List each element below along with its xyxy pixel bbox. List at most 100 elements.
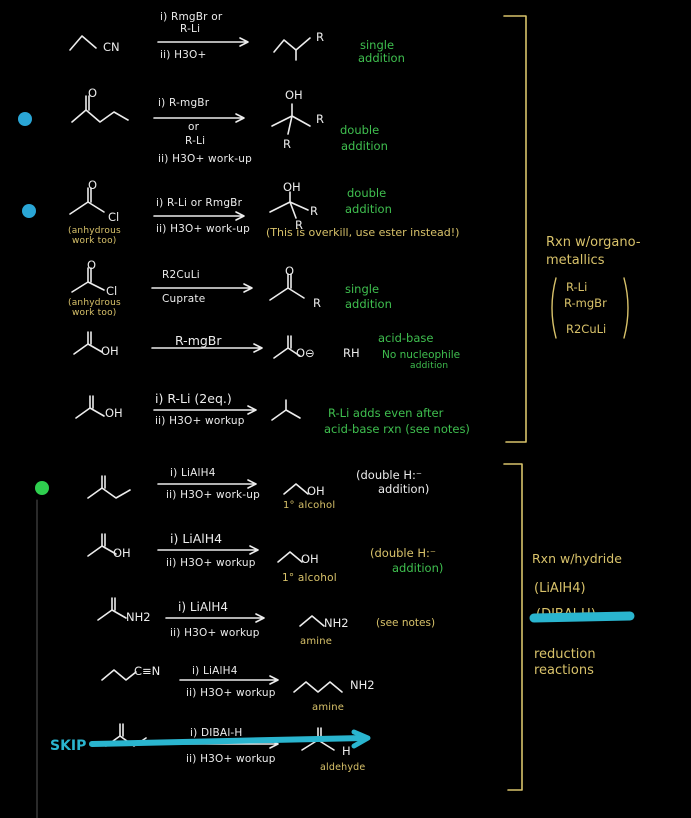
row9-reagent-2: ii) H3O+ workup <box>170 627 260 639</box>
row6-substrate-structure <box>75 395 105 419</box>
row3-result-line2: addition <box>345 202 392 216</box>
row3-substrate-note-1: (anhydrous <box>68 226 121 236</box>
row3-reagent-1: i) R-Li or RmgBr <box>156 197 243 209</box>
row2-reagent-3: R-Li <box>185 135 206 147</box>
organometallics-item-2: R-mgBr <box>564 296 607 310</box>
row7-arrow <box>157 479 257 489</box>
organometallics-item-3: R2CuLi <box>566 322 607 336</box>
row5-product-structure <box>273 335 301 359</box>
row7-reagent-1: i) LiAlH4 <box>170 467 216 479</box>
row5-arrow <box>151 343 263 353</box>
row10-product-label: amine <box>312 702 345 713</box>
row1-arrow <box>157 37 249 47</box>
row10-arrow <box>179 675 279 685</box>
row1-reagent-1: i) RmgBr or <box>160 11 223 23</box>
row2-product-r1: R <box>316 112 324 126</box>
row4-substrate-group: Cl <box>106 284 118 298</box>
skip-label: SKIP <box>50 738 87 754</box>
row1-reagent-2: R-Li <box>180 23 201 35</box>
row3-product-oh: OH <box>283 180 301 194</box>
row3-arrow <box>153 211 245 221</box>
row8-product-label: 1° alcohol <box>282 572 337 584</box>
organometallics-item-1: R-Li <box>566 280 588 294</box>
row10-product-nh2: NH2 <box>350 678 375 692</box>
row5-substrate-structure <box>73 331 103 355</box>
row1-reagent-3: ii) H3O+ <box>160 49 207 61</box>
row2-result-line2: addition <box>341 139 388 153</box>
row10-reagent-1: i) LiAlH4 <box>192 665 238 677</box>
row6-reagent-1: i) R-Li (2eq.) <box>155 391 232 406</box>
row6-product-structure <box>271 399 301 421</box>
row7-product-label: 1° alcohol <box>283 500 336 511</box>
row9-product-structure <box>299 615 325 627</box>
row11-reagent-2: ii) H3O+ workup <box>186 753 276 765</box>
green-dot-marker <box>35 481 49 495</box>
row4-substrate-structure <box>71 267 105 293</box>
row8-result-line1: (double H:⁻ <box>370 546 436 560</box>
row5-product-rh: RH <box>343 346 360 360</box>
row7-product-oh: OH <box>307 484 325 498</box>
blue-dot-marker <box>22 204 36 218</box>
row10-substrate-structure <box>101 669 137 681</box>
row4-product-oxygen: O <box>285 264 295 278</box>
row4-reagent-1: R2CuLi <box>162 269 200 281</box>
row8-result-line2: addition) <box>392 561 444 575</box>
hydride-title-2: (LiAlH4) <box>534 581 586 596</box>
row3-reagent-2: ii) H3O+ work-up <box>156 223 250 235</box>
row7-product-structure <box>283 483 309 495</box>
row7-reagent-2: ii) H3O+ work-up <box>166 489 260 501</box>
row2-product-structure <box>271 103 311 135</box>
row9-substrate-structure <box>97 597 127 621</box>
row4-substrate-note-1: (anhydrous <box>68 298 121 308</box>
row7-result-line1: (double H:⁻ <box>356 468 422 482</box>
row1-substrate-group: CN <box>103 40 120 54</box>
organometallics-title-2: metallics <box>546 253 605 268</box>
row8-product-structure <box>277 551 303 563</box>
row8-product-oh: OH <box>301 552 319 566</box>
row6-result-line1: R-Li adds even after <box>328 406 444 420</box>
row10-substrate-group: C≡N <box>134 664 161 678</box>
row7-substrate-structure <box>87 475 131 499</box>
row2-product-oh: OH <box>285 88 303 102</box>
row9-product-label: amine <box>300 636 333 647</box>
row10-product-structure <box>293 681 343 693</box>
row2-product-r2: R <box>283 137 291 151</box>
row4-result-line2: addition <box>345 297 392 311</box>
row10-reagent-2: ii) H3O+ workup <box>186 687 276 699</box>
hydride-title-1: Rxn w/hydride <box>532 551 622 566</box>
row9-result-line1: (see notes) <box>376 617 436 629</box>
skip-arrow <box>89 729 371 749</box>
organometallics-paren-right <box>623 277 629 339</box>
organometallics-paren-left <box>551 277 557 339</box>
row2-reagent-1: i) R-mgBr <box>158 97 210 109</box>
row1-substrate-structure <box>69 35 97 51</box>
row3-substrate-oxygen: O <box>88 178 98 192</box>
row11-product-label: aldehyde <box>320 762 366 773</box>
hydride-strike-highlight <box>529 611 635 623</box>
row2-reagent-4: ii) H3O+ work-up <box>158 153 252 165</box>
row8-reagent-2: ii) H3O+ workup <box>166 557 256 569</box>
organometallics-bracket <box>503 15 527 443</box>
row9-product-nh2: NH2 <box>324 616 349 630</box>
row4-substrate-note-2: work too) <box>72 308 117 318</box>
row5-result-line3: addition <box>410 361 449 371</box>
row8-substrate-group: OH <box>113 546 131 560</box>
row8-substrate-structure <box>87 533 117 557</box>
row1-product-group: R <box>316 30 324 44</box>
row2-substrate-oxygen: O <box>88 86 98 100</box>
row3-product-r2: R <box>295 218 303 232</box>
hydride-bracket <box>503 463 523 791</box>
row5-reagent-1: R-mgBr <box>175 333 222 348</box>
row2-substrate-structure <box>71 95 129 123</box>
row9-substrate-group: NH2 <box>126 610 151 624</box>
left-margin-line <box>36 499 38 818</box>
row5-result-line2: No nucleophile <box>382 349 461 361</box>
hydride-subtitle-1: reduction <box>534 647 596 662</box>
hydride-subtitle-2: reactions <box>534 663 594 678</box>
row3-product-structure <box>269 191 309 219</box>
row2-reagent-2: or <box>188 121 200 133</box>
row2-result-line1: double <box>340 123 380 137</box>
row7-result-line2: addition) <box>378 482 430 496</box>
row4-result-line1: single <box>345 282 380 296</box>
row2-arrow <box>153 113 245 123</box>
